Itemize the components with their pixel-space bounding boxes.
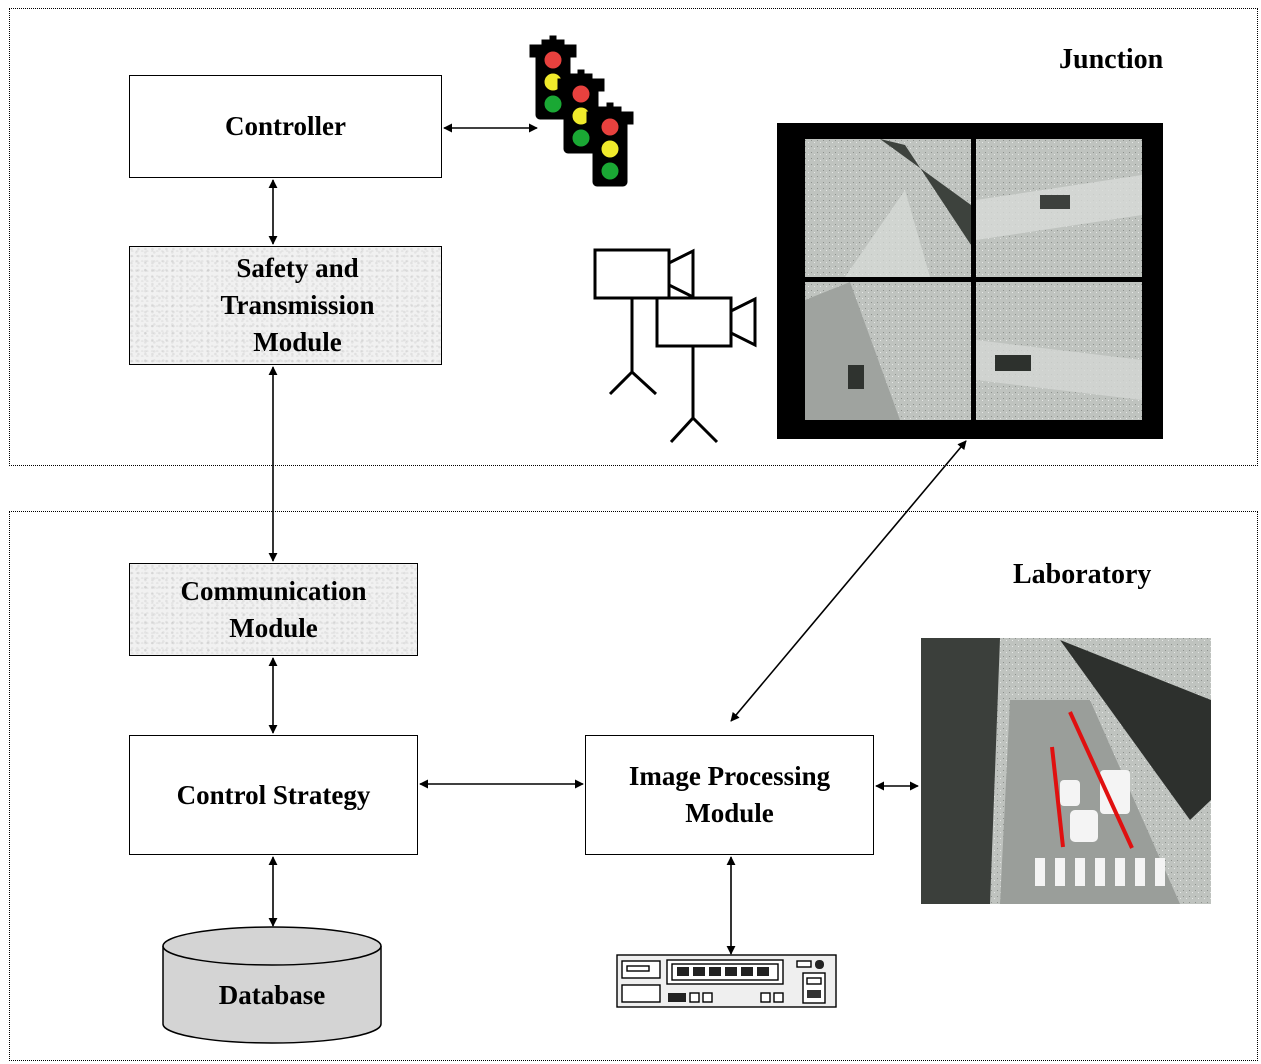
computer-hardware-icon bbox=[616, 954, 837, 1008]
communication-label-line2: Module bbox=[229, 612, 318, 643]
lane-marker-left bbox=[1050, 746, 1065, 848]
control-strategy-box: Control Strategy bbox=[129, 735, 418, 855]
image-processing-label-line2: Module bbox=[685, 798, 774, 828]
controller-box: Controller bbox=[129, 75, 442, 178]
traffic-light-icon bbox=[529, 35, 634, 187]
camera-2 bbox=[655, 296, 757, 444]
junction-label: Junction bbox=[1059, 44, 1164, 75]
cctv-view-2 bbox=[976, 139, 1142, 277]
safety-label-line2: Transmission bbox=[220, 290, 375, 320]
cctv-view-1 bbox=[805, 139, 971, 277]
traffic-light-2 bbox=[557, 69, 605, 154]
database-label: Database bbox=[218, 980, 326, 1010]
image-processing-label-line1: Image Processing bbox=[628, 761, 831, 791]
control-strategy-label: Control Strategy bbox=[176, 779, 371, 810]
controller-label: Controller bbox=[225, 111, 346, 141]
lane-detection-image bbox=[921, 638, 1211, 904]
database-cylinder bbox=[162, 926, 382, 1044]
video-camera-icon bbox=[593, 248, 757, 444]
arrow-imageprocessing-cctv bbox=[730, 440, 967, 722]
communication-label-line1: Communication bbox=[180, 575, 367, 606]
image-processing-box: Image Processing Module bbox=[585, 735, 874, 855]
lane-marker-right bbox=[1068, 711, 1134, 849]
traffic-light-3 bbox=[586, 102, 634, 187]
camera-1 bbox=[593, 248, 695, 396]
laboratory-zone bbox=[9, 511, 1258, 1061]
cctv-view-4 bbox=[976, 282, 1142, 420]
safety-label-line3: Module bbox=[253, 327, 342, 357]
laboratory-label: Laboratory bbox=[1013, 559, 1152, 590]
cctv-monitor-image bbox=[777, 123, 1163, 439]
communication-box: Communication Module bbox=[129, 563, 418, 656]
cctv-view-3 bbox=[805, 282, 971, 420]
junction-zone bbox=[9, 8, 1258, 466]
connectors bbox=[268, 123, 967, 955]
safety-transmission-box: Safety and Transmission Module bbox=[129, 246, 442, 365]
safety-label-line1: Safety and bbox=[236, 253, 359, 283]
